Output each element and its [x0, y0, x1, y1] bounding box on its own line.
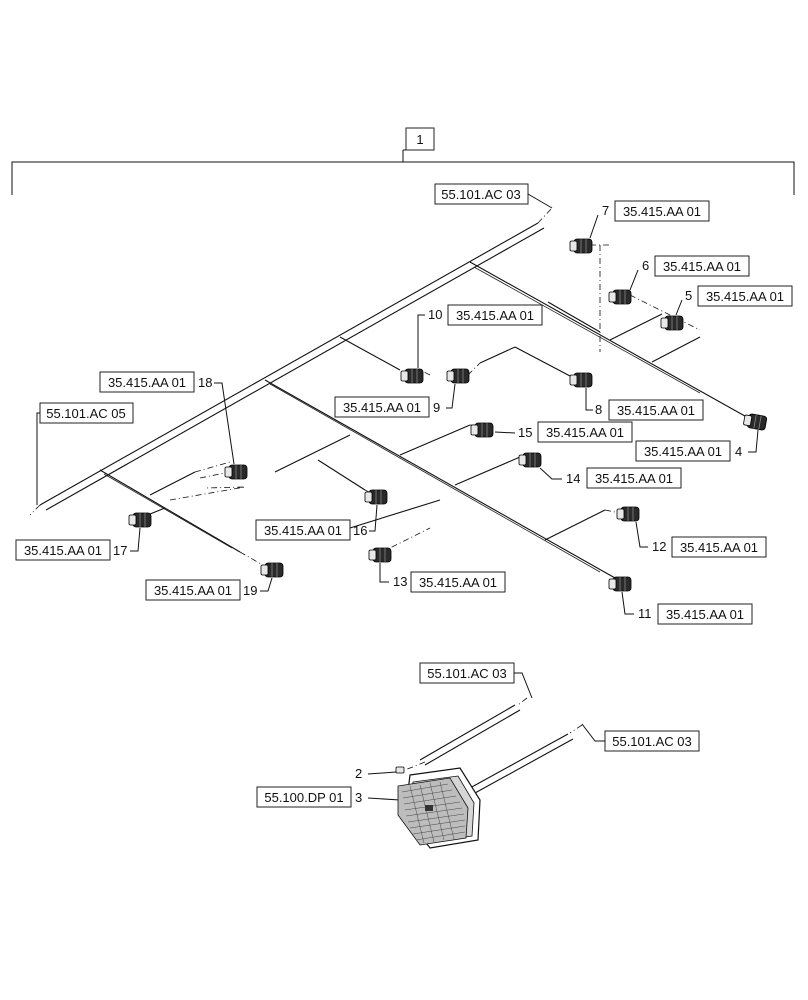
- ref-11: 35.415.AA 01: [666, 607, 744, 622]
- ref-ecu-cable-a: 55.101.AC 03: [427, 666, 507, 681]
- callout-18: 18: [198, 375, 212, 390]
- harness-wires: [39, 222, 753, 579]
- connector-4: [742, 412, 768, 431]
- connector-15: [470, 422, 494, 438]
- connector-16: [364, 489, 388, 505]
- ref-ecu-module: 55.100.DP 01: [264, 790, 343, 805]
- callout-19: 19: [243, 583, 257, 598]
- connector-11: [608, 576, 632, 592]
- callout-9: 9: [433, 400, 440, 415]
- callout-12: 12: [652, 539, 666, 554]
- callout-3: 3: [355, 790, 362, 805]
- ref-16: 35.415.AA 01: [264, 523, 342, 538]
- connector-13: [368, 547, 392, 563]
- callout-10: 10: [428, 307, 442, 322]
- connector-5: [660, 315, 684, 331]
- ref-6: 35.415.AA 01: [663, 259, 741, 274]
- ecu-assembly: 55.101.AC 03 55.101.AC 03 2 55.100.DP 01…: [256, 662, 700, 849]
- ref-14: 35.415.AA 01: [595, 471, 673, 486]
- ref-10: 35.415.AA 01: [456, 308, 534, 323]
- ref-12: 35.415.AA 01: [680, 540, 758, 555]
- ref-19: 35.415.AA 01: [154, 583, 232, 598]
- connector-10: [400, 368, 424, 384]
- callout-2: 2: [355, 766, 362, 781]
- ref-ecu-cable-b: 55.101.AC 03: [612, 734, 692, 749]
- callout-4: 4: [735, 444, 742, 459]
- connector-19: [260, 562, 284, 578]
- ref-13: 35.415.AA 01: [419, 575, 497, 590]
- connector-14: [518, 452, 542, 468]
- callout-6: 6: [642, 258, 649, 273]
- ref-harness-top: 55.101.AC 03: [441, 187, 521, 202]
- callout-15: 15: [518, 425, 532, 440]
- connector-8: [569, 372, 593, 388]
- connector-6: [608, 289, 632, 305]
- connector-9: [446, 368, 470, 384]
- reference-labels: 55.101.AC 03 55.101.AC 05 7 35.415.AA 01…: [15, 183, 793, 625]
- ref-18: 35.415.AA 01: [108, 375, 186, 390]
- ref-17: 35.415.AA 01: [24, 543, 102, 558]
- callout-16: 16: [353, 523, 367, 538]
- connector-18: [224, 464, 248, 480]
- ref-9: 35.415.AA 01: [343, 400, 421, 415]
- callout-13: 13: [393, 574, 407, 589]
- callout-8: 8: [595, 402, 602, 417]
- ref-5: 35.415.AA 01: [706, 289, 784, 304]
- connector-12: [616, 506, 640, 522]
- callout-14: 14: [566, 471, 580, 486]
- callout-17: 17: [113, 543, 127, 558]
- connector-17: [128, 512, 152, 528]
- ref-4: 35.415.AA 01: [644, 444, 722, 459]
- callout-11: 11: [638, 606, 652, 621]
- connector-7: [569, 238, 593, 254]
- assembly-bracket: 1: [11, 127, 795, 195]
- callout-5: 5: [685, 288, 692, 303]
- ref-7: 35.415.AA 01: [623, 204, 701, 219]
- ref-8: 35.415.AA 01: [617, 403, 695, 418]
- callout-7: 7: [602, 203, 609, 218]
- ref-harness-left: 55.101.AC 05: [46, 406, 126, 421]
- ref-15: 35.415.AA 01: [546, 425, 624, 440]
- callout-1: 1: [416, 132, 423, 147]
- ecu-module-drawing: [397, 767, 481, 849]
